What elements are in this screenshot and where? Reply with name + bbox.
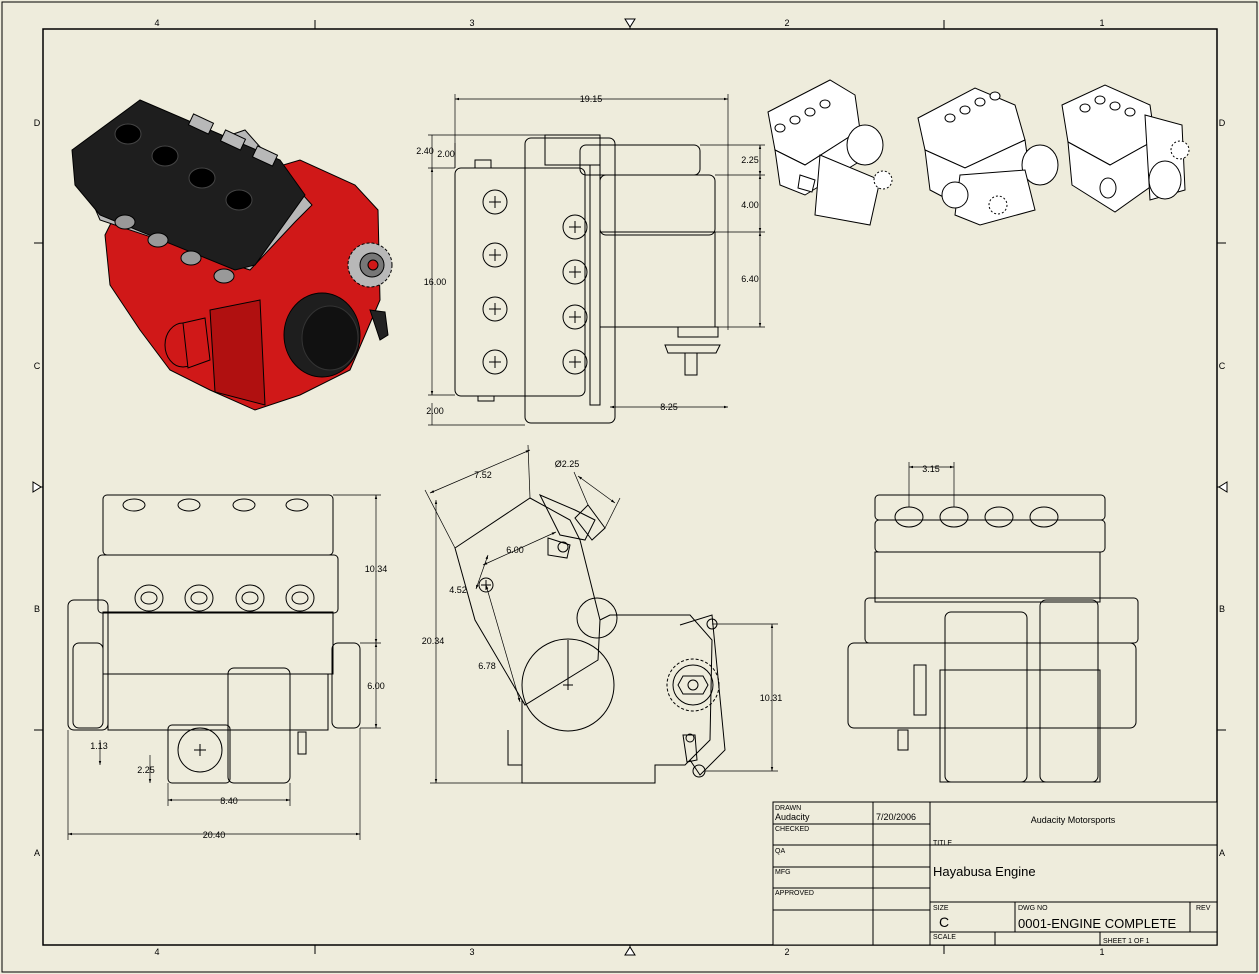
tb-dwg-no: 0001-ENGINE COMPLETE	[1018, 916, 1177, 931]
tb-size: C	[939, 914, 949, 930]
tb-sheet: SHEET 1 OF 1	[1103, 938, 1150, 945]
rear-view	[847, 494, 1139, 783]
dim-2-00-top: 2.00	[437, 149, 455, 159]
dim-10-31: 10.31	[760, 693, 783, 703]
zone-col-bottom-2: 3	[469, 947, 474, 957]
zone-col-bottom-1: 4	[154, 947, 159, 957]
zone-row-right-3: B	[1219, 604, 1225, 614]
tb-checked-label: CHECKED	[775, 826, 809, 833]
dim-16-00: 16.00	[424, 277, 447, 287]
dim-1-13: 1.13	[90, 741, 108, 751]
dim-8-25: 8.25	[660, 402, 678, 412]
zone-labels: 4 3 2 1 4 3 2 1 D C B A D C B A	[34, 18, 1226, 957]
zone-col-top-1: 4	[154, 18, 159, 28]
tb-size-label: SIZE	[933, 905, 949, 912]
zone-row-left-2: C	[34, 361, 41, 371]
tb-title: Hayabusa Engine	[933, 864, 1036, 879]
side-view	[454, 494, 726, 784]
front-view-dimension-labels: 10.34 6.00 1.13 2.25 8.40 20.40	[90, 564, 387, 840]
tb-mfg-label: MFG	[775, 869, 791, 876]
dim-2-00-bottom: 2.00	[426, 406, 444, 416]
dim-8-40: 8.40	[220, 796, 238, 806]
tb-scale-label: SCALE	[933, 934, 956, 941]
dim-4-00: 4.00	[741, 200, 759, 210]
isometric-shaded-view	[71, 99, 393, 411]
dim-20-34: 20.34	[422, 636, 445, 646]
title-block-text: DRAWN Audacity 7/20/2006 CHECKED QA MFG …	[775, 805, 1211, 945]
tb-drawn-date: 7/20/2006	[876, 812, 916, 822]
dim-2-25-front: 2.25	[137, 765, 155, 775]
zone-row-right-2: C	[1219, 361, 1226, 371]
tb-rev-label: REV	[1196, 905, 1211, 912]
tb-drawn-by: Audacity	[775, 812, 810, 822]
dim-10-34: 10.34	[365, 564, 388, 574]
rear-view-dimensions	[908, 462, 955, 507]
zone-row-right-4: A	[1219, 848, 1225, 858]
dim-6-00-side: 6.00	[506, 545, 524, 555]
top-view-dimensions	[428, 94, 765, 426]
dim-3-15: 3.15	[922, 464, 940, 474]
dim-6-78: 6.78	[478, 661, 496, 671]
tb-qa-label: QA	[775, 848, 785, 855]
zone-row-left-3: B	[34, 604, 40, 614]
dim-2-40: 2.40	[416, 146, 434, 156]
dim-20-40: 20.40	[203, 830, 226, 840]
tb-approved-label: APPROVED	[775, 890, 814, 897]
isometric-line-view-2	[917, 87, 1059, 226]
tb-title-label: TITLE	[933, 840, 952, 847]
dim-6-40: 6.40	[741, 274, 759, 284]
isometric-line-view-1	[767, 79, 893, 226]
top-view	[454, 134, 721, 424]
dim-4-52: 4.52	[449, 585, 467, 595]
title-block	[772, 801, 1218, 946]
front-view-dimensions	[67, 494, 381, 840]
isometric-line-view-3	[1061, 84, 1190, 213]
side-view-dimension-labels: 7.52 Ø2.25 6.00 4.52 20.34 6.78 10.31	[422, 459, 783, 703]
tb-company: Audacity Motorsports	[1031, 815, 1116, 825]
side-view-dimensions	[424, 444, 778, 784]
zone-col-bottom-4: 1	[1099, 947, 1104, 957]
zone-col-top-3: 2	[784, 18, 789, 28]
tb-dwg-no-label: DWG NO	[1018, 905, 1048, 912]
zone-row-right-1: D	[1219, 118, 1226, 128]
front-view	[67, 494, 361, 784]
dim-diameter-2-25: Ø2.25	[555, 459, 580, 469]
zone-col-bottom-3: 2	[784, 947, 789, 957]
dim-2-25-right: 2.25	[741, 155, 759, 165]
zone-row-left-1: D	[34, 118, 41, 128]
zone-row-left-4: A	[34, 848, 40, 858]
dim-7-52: 7.52	[474, 470, 492, 480]
tb-drawn-label: DRAWN	[775, 805, 801, 812]
zone-col-top-4: 1	[1099, 18, 1104, 28]
dim-6-00-front: 6.00	[367, 681, 385, 691]
top-view-dimension-labels: 19.15 2.40 2.00 16.00 2.00 2.25 4.00 6.4…	[416, 94, 759, 416]
dim-19-15: 19.15	[580, 94, 603, 104]
zone-col-top-2: 3	[469, 18, 474, 28]
